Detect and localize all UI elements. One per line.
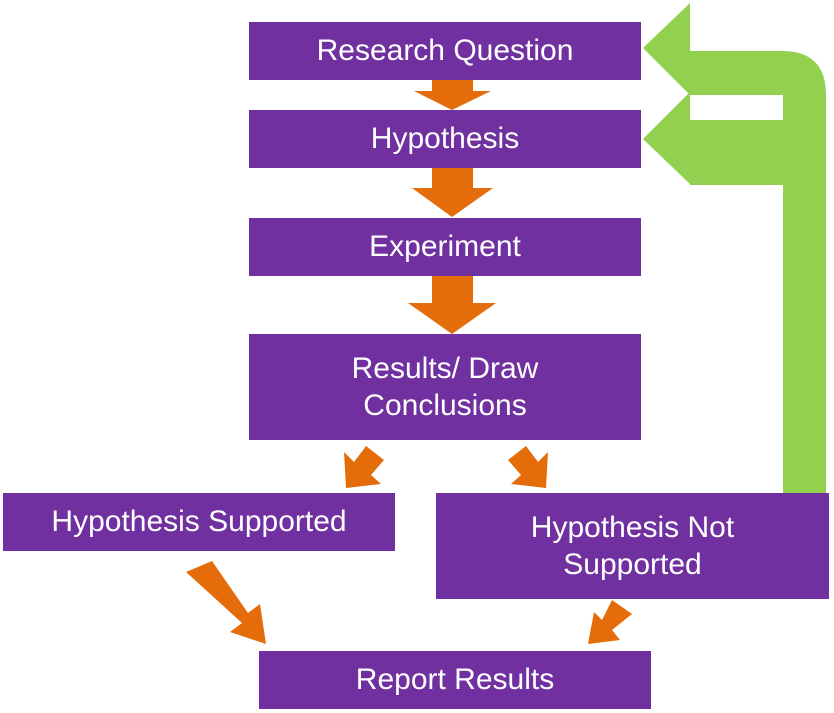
feedback-arrow-top-curve	[690, 51, 826, 95]
arrow-question-to-hypothesis	[414, 80, 491, 110]
node-results-label-line2: Conclusions	[363, 389, 527, 422]
node-hypothesis-supported: Hypothesis Supported	[3, 493, 395, 551]
feedback-arrow-mid-fill	[690, 120, 783, 185]
node-research-question: Research Question	[249, 22, 641, 80]
feedback-arrowhead-research-question	[643, 3, 690, 95]
feedback-arrowhead-hypothesis	[643, 92, 690, 184]
arrow-supported-to-report	[186, 561, 266, 644]
feedback-arrow	[643, 3, 826, 507]
node-hypothesis-not-supported: Hypothesis Not Supported	[436, 493, 829, 599]
node-hypothesis-supported-label: Hypothesis Supported	[51, 505, 347, 539]
node-results-label-line1: Results/ Draw	[351, 351, 539, 385]
arrow-not-supported-to-report	[588, 600, 632, 644]
node-hypothesis-label: Hypothesis	[370, 122, 520, 156]
arrow-results-to-not-supported	[508, 446, 548, 488]
node-results: Results/ Draw Conclusions	[249, 334, 641, 440]
node-hypothesis-not-supported-label-line2: Supported	[563, 548, 702, 581]
node-report-results: Report Results	[259, 651, 651, 709]
feedback-arrow-top-lower-curve	[783, 95, 826, 120]
node-hypothesis: Hypothesis	[249, 110, 641, 168]
arrow-results-to-supported	[344, 446, 384, 488]
node-research-question-label: Research Question	[316, 34, 574, 68]
node-experiment-label: Experiment	[369, 230, 521, 264]
node-hypothesis-not-supported-label-line1: Hypothesis Not	[530, 510, 735, 544]
arrow-hypothesis-to-experiment	[412, 168, 493, 217]
node-experiment: Experiment	[249, 218, 641, 276]
arrow-experiment-to-results	[408, 276, 496, 334]
node-report-results-label: Report Results	[355, 663, 555, 697]
flow-arrows	[186, 80, 632, 644]
